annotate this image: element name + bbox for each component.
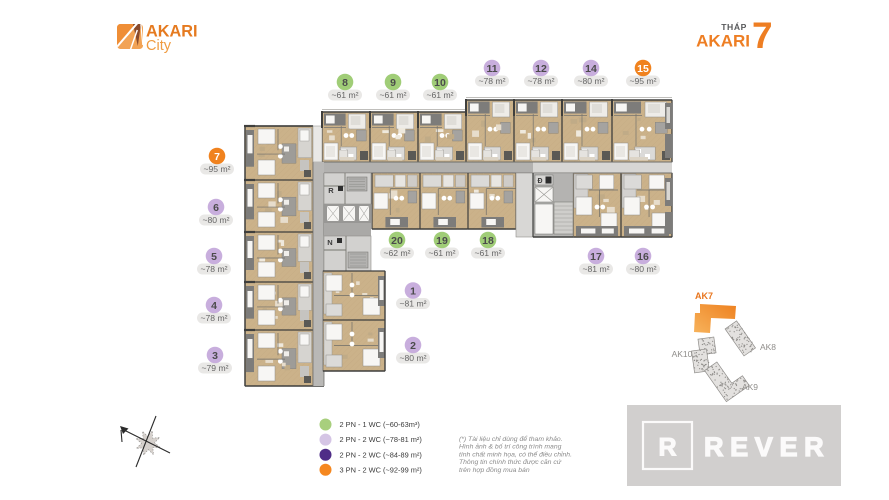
svg-text:Thông tin chính thức được căn: Thông tin chính thức được căn cứ: [459, 459, 562, 466]
svg-text:~78 m²: ~78 m²: [201, 264, 228, 274]
svg-text:7: 7: [752, 15, 773, 56]
svg-text:~80 m²: ~80 m²: [400, 353, 427, 363]
svg-text:5: 5: [211, 251, 217, 263]
svg-text:6: 6: [213, 202, 219, 214]
svg-text:Đ: Đ: [537, 178, 542, 185]
svg-text:REVER: REVER: [704, 432, 826, 462]
svg-text:7: 7: [214, 151, 220, 163]
svg-text:AK9: AK9: [742, 382, 758, 392]
svg-text:2 PN - 1 WC (~60-63m³): 2 PN - 1 WC (~60-63m³): [340, 420, 420, 429]
svg-text:~95 m²: ~95 m²: [630, 76, 657, 86]
svg-text:~81 m²: ~81 m²: [583, 264, 610, 274]
svg-text:AK7: AK7: [695, 291, 713, 301]
svg-text:City: City: [146, 38, 172, 54]
svg-text:AK10: AK10: [672, 349, 693, 359]
svg-text:AKARI: AKARI: [146, 23, 198, 41]
svg-text:~61 m²: ~61 m²: [475, 248, 502, 258]
svg-text:15: 15: [637, 63, 649, 75]
svg-text:3: 3: [212, 350, 218, 362]
svg-text:(*) Tài liệu chỉ dùng để tham: (*) Tài liệu chỉ dùng để tham khảo.: [459, 435, 563, 443]
svg-text:N: N: [327, 238, 332, 247]
svg-text:20: 20: [391, 235, 403, 247]
svg-text:~62 m²: ~62 m²: [384, 248, 411, 258]
svg-text:~61 m²: ~61 m²: [332, 90, 359, 100]
svg-text:8: 8: [342, 77, 348, 89]
svg-text:~79 m²: ~79 m²: [202, 363, 229, 373]
svg-text:Hình ảnh & bố trí công trình m: Hình ảnh & bố trí công trình mang: [459, 443, 562, 451]
svg-text:~61 m²: ~61 m²: [429, 248, 456, 258]
svg-text:AK8: AK8: [760, 342, 776, 352]
svg-text:~95 m²: ~95 m²: [204, 164, 231, 174]
svg-text:R: R: [328, 186, 334, 195]
svg-text:4: 4: [211, 300, 217, 312]
svg-text:14: 14: [585, 63, 597, 75]
svg-text:~80 m²: ~80 m²: [630, 264, 657, 274]
svg-text:12: 12: [535, 63, 547, 75]
svg-text:19: 19: [436, 235, 448, 247]
svg-text:R: R: [658, 434, 676, 462]
svg-text:~81 m²: ~81 m²: [400, 299, 427, 309]
svg-text:~80 m²: ~80 m²: [203, 215, 230, 225]
svg-text:2 PN - 2 WC (~84-89 m²): 2 PN - 2 WC (~84-89 m²): [340, 450, 422, 459]
svg-text:~80 m²: ~80 m²: [578, 76, 605, 86]
svg-text:2 PN - 2 WC (~78-81 m²): 2 PN - 2 WC (~78-81 m²): [340, 435, 422, 444]
svg-text:9: 9: [390, 77, 396, 89]
svg-text:18: 18: [482, 235, 494, 247]
svg-text:17: 17: [590, 251, 602, 263]
svg-text:~78 m²: ~78 m²: [201, 313, 228, 323]
svg-text:trên hợp đồng mua bán: trên hợp đồng mua bán: [459, 465, 530, 474]
svg-text:3 PN - 2 WC (~92-99 m²): 3 PN - 2 WC (~92-99 m²): [340, 465, 422, 474]
svg-text:~61 m²: ~61 m²: [380, 90, 407, 100]
svg-text:11: 11: [486, 63, 497, 75]
svg-text:2: 2: [410, 340, 416, 352]
svg-text:1: 1: [410, 285, 416, 297]
svg-text:~61 m²: ~61 m²: [427, 90, 454, 100]
svg-text:~78 m²: ~78 m²: [479, 76, 506, 86]
svg-text:tính chất minh họa, có thể điề: tính chất minh họa, có thể điều chỉnh.: [459, 449, 572, 458]
svg-text:~78 m²: ~78 m²: [528, 76, 555, 86]
svg-text:THÁP: THÁP: [721, 22, 747, 32]
svg-text:10: 10: [434, 77, 446, 89]
svg-text:16: 16: [637, 251, 649, 263]
svg-text:AKARI: AKARI: [696, 32, 750, 51]
